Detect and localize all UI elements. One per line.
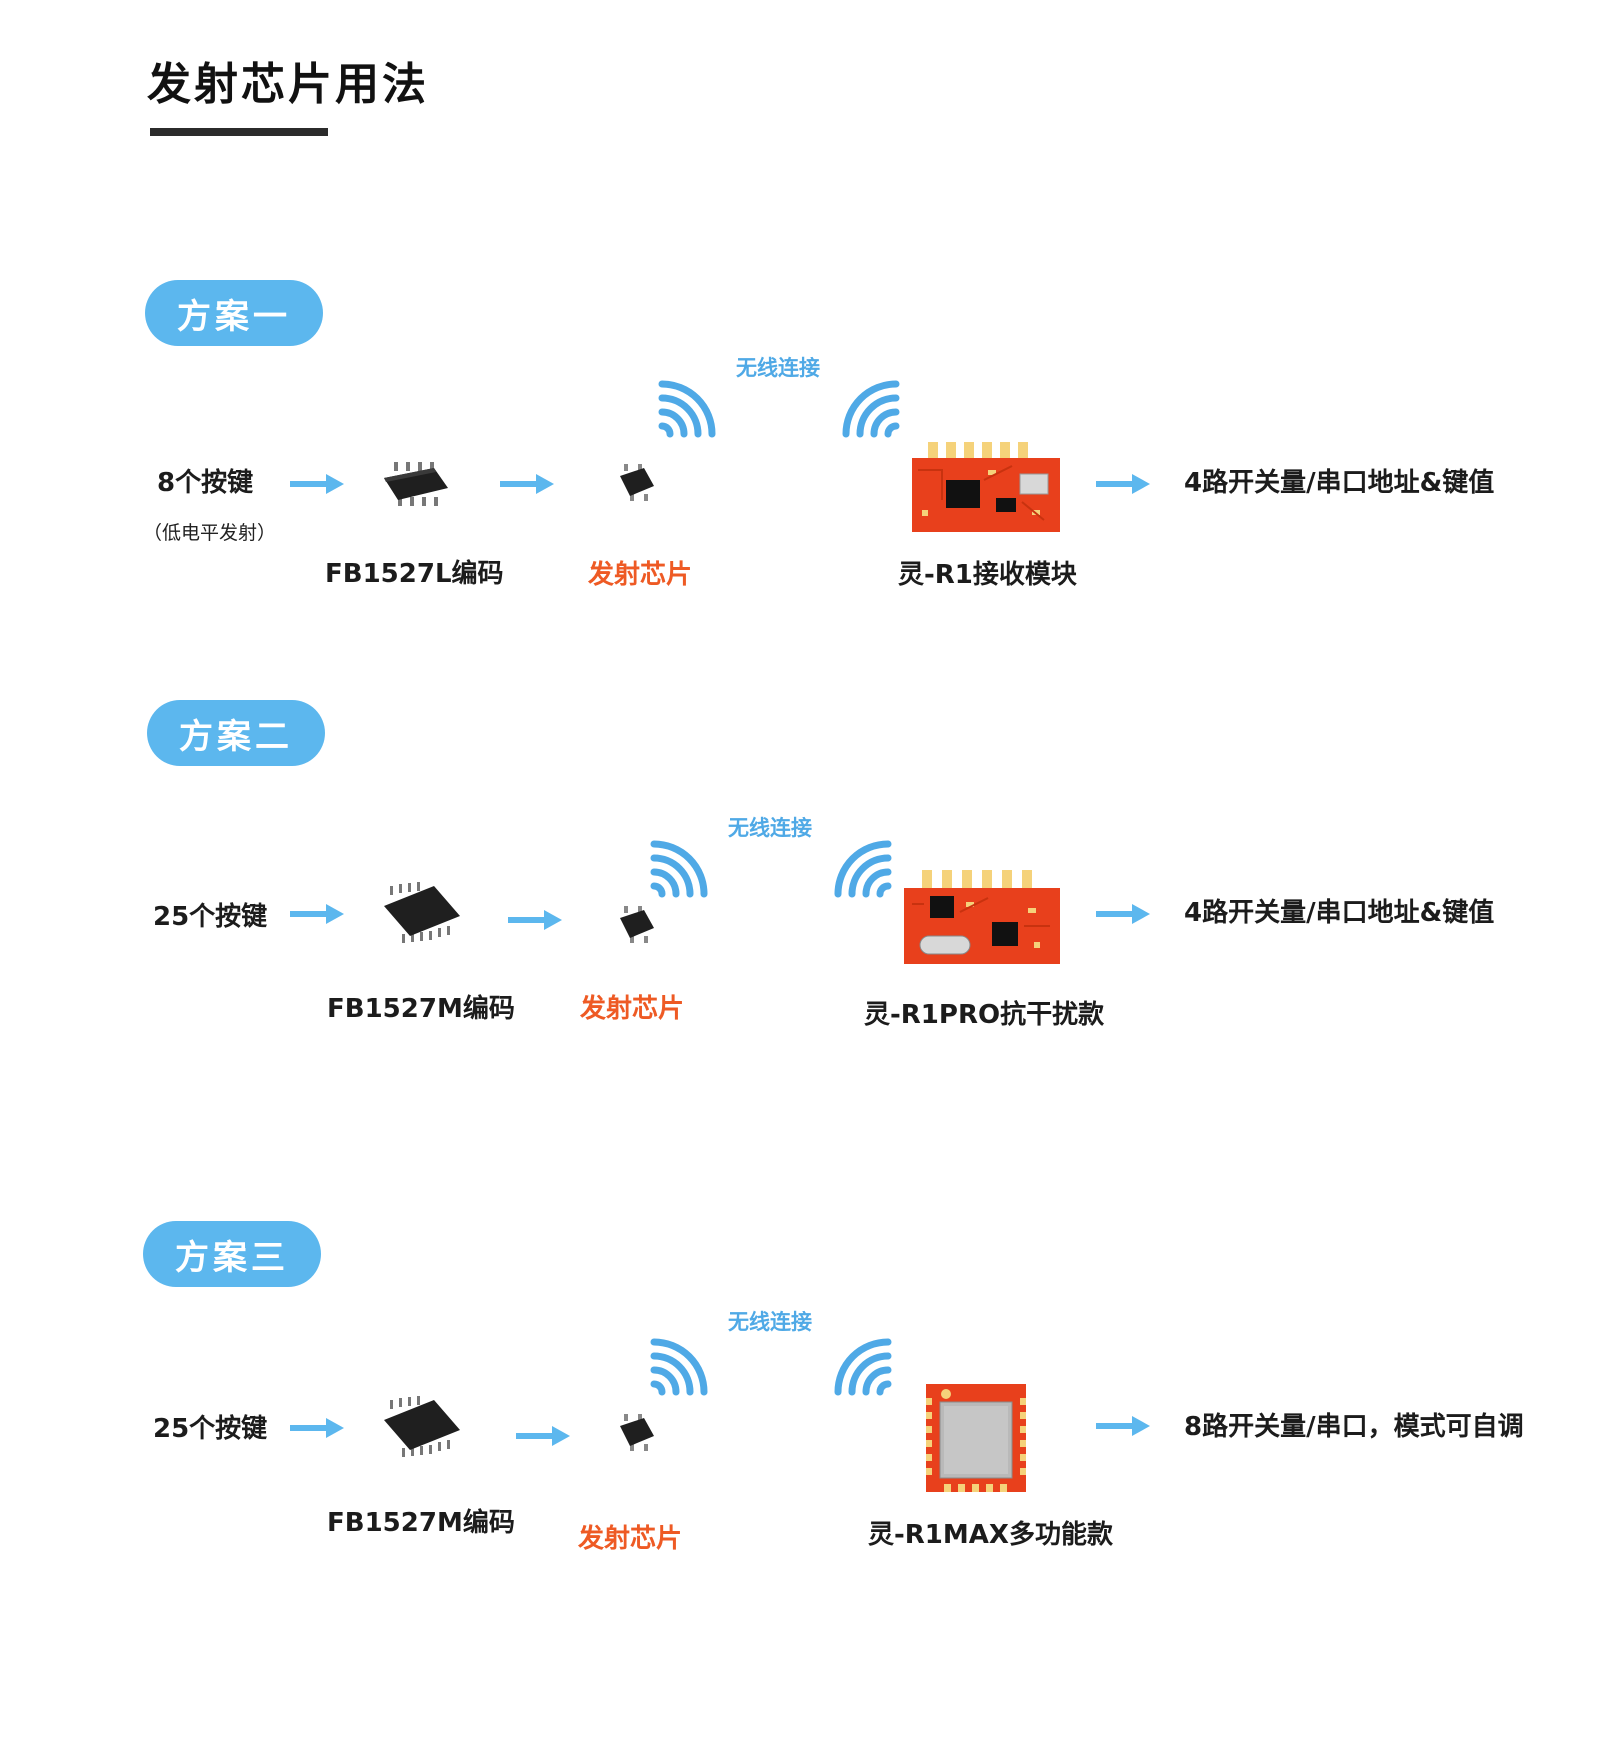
plan-3-badge: 方案三 <box>143 1221 321 1287</box>
sop8-chip-icon <box>380 460 452 508</box>
r1pro-module-icon <box>904 868 1060 964</box>
plan-2-tx-chip-label: 发射芯片 <box>580 994 685 1024</box>
wifi-signal-icon <box>656 380 716 438</box>
arrow-icon <box>516 1426 570 1446</box>
plan-2-encoder-label: FB1527M编码 <box>327 994 515 1024</box>
arrow-icon <box>508 910 562 930</box>
wifi-signal-icon <box>834 840 894 898</box>
arrow-icon <box>1096 474 1150 494</box>
plan-2-input-label: 25个按键 <box>153 902 268 932</box>
plan-3-wireless-label: 无线连接 <box>728 1310 812 1334</box>
page-title: 发射芯片用法 <box>147 59 429 110</box>
wifi-signal-icon <box>842 380 902 438</box>
plan-1-input-label: 8个按键 <box>157 468 254 498</box>
plan-2-output-label: 4路开关量/串口地址&键值 <box>1184 898 1495 928</box>
arrow-icon <box>290 904 344 924</box>
plan-1-wireless-label: 无线连接 <box>736 356 820 380</box>
arrow-icon <box>290 474 344 494</box>
arrow-icon <box>500 474 554 494</box>
plan-2-module-label: 灵-R1PRO抗干扰款 <box>864 1000 1105 1030</box>
r1max-module-icon <box>926 1384 1026 1492</box>
plan-3-tx-chip-label: 发射芯片 <box>578 1524 683 1554</box>
wifi-signal-icon <box>834 1338 894 1396</box>
plan-1-input-note: （低电平发射） <box>143 522 277 544</box>
wifi-signal-icon <box>648 840 708 898</box>
r1-receiver-module-icon <box>912 440 1060 532</box>
plan-1-tx-chip-label: 发射芯片 <box>588 560 693 590</box>
sop16-chip-icon <box>382 1396 462 1460</box>
plan-3-module-label: 灵-R1MAX多功能款 <box>868 1520 1113 1550</box>
arrow-icon <box>1096 1416 1150 1436</box>
tx-chip-icon <box>616 1412 658 1454</box>
sop16-chip-icon <box>382 882 462 946</box>
plan-3-input-label: 25个按键 <box>153 1414 268 1444</box>
arrow-icon <box>1096 904 1150 924</box>
plan-1-badge: 方案一 <box>145 280 323 346</box>
plan-1-encoder-label: FB1527L编码 <box>325 559 504 589</box>
wifi-signal-icon <box>648 1338 708 1396</box>
plan-3-output-label: 8路开关量/串口，模式可自调 <box>1184 1412 1524 1442</box>
tx-chip-icon <box>616 904 658 946</box>
plan-2-wireless-label: 无线连接 <box>728 816 812 840</box>
plan-1-module-label: 灵-R1接收模块 <box>898 560 1077 590</box>
plan-2-badge: 方案二 <box>147 700 325 766</box>
plan-1-output-label: 4路开关量/串口地址&键值 <box>1184 468 1495 498</box>
title-underline <box>150 128 328 136</box>
tx-chip-icon <box>616 462 658 504</box>
plan-3-encoder-label: FB1527M编码 <box>327 1508 515 1538</box>
arrow-icon <box>290 1418 344 1438</box>
